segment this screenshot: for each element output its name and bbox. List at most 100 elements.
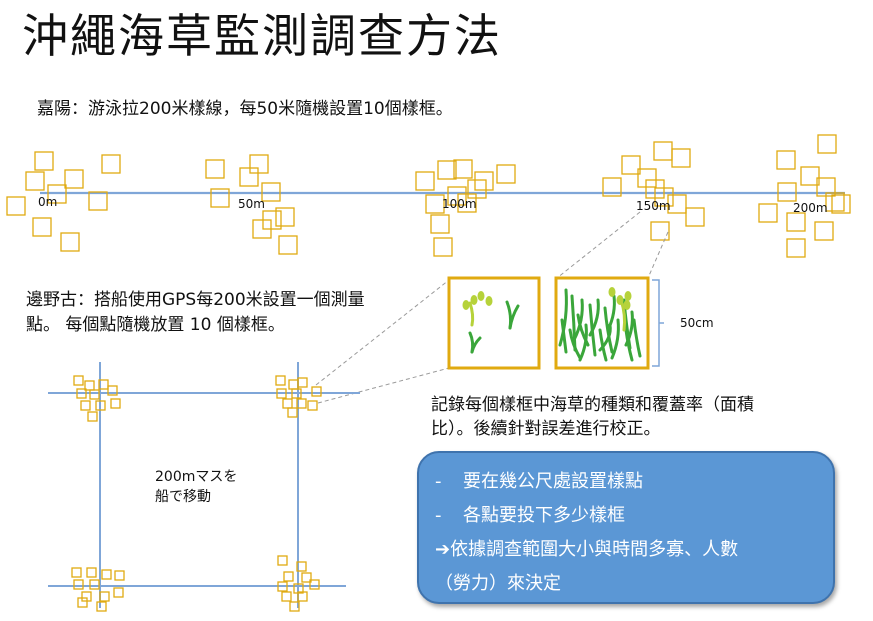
quadrat — [107, 385, 118, 396]
quadrat — [276, 388, 287, 399]
quadrat — [289, 601, 300, 612]
quadrat — [309, 579, 320, 590]
quadrat — [447, 186, 467, 206]
seagrass-flower — [608, 287, 616, 297]
marker-100m: 100m — [442, 197, 477, 211]
quadrat — [425, 194, 445, 214]
quadrat — [430, 214, 450, 234]
quadrat — [287, 407, 298, 418]
quadrat — [25, 171, 45, 191]
quadrat — [210, 188, 230, 208]
marker-150m: 150m — [636, 199, 671, 213]
quadrat — [653, 141, 673, 161]
seagrass-sparse — [462, 291, 520, 354]
seagrass-blade — [572, 298, 584, 342]
quadrat — [654, 187, 674, 207]
quadrat — [77, 597, 88, 608]
quadrat — [825, 192, 845, 212]
summary-callout: -要在幾公尺處設置樣點 -各點要投下多少樣框 ➔依據調查範圍大小與時間多寡、人數… — [417, 451, 835, 604]
quadrat — [71, 567, 82, 578]
quadrat — [415, 171, 435, 191]
quadrat — [101, 154, 121, 174]
seagrass-blade — [470, 336, 482, 354]
seagrass-blade — [468, 301, 475, 327]
quadrat — [205, 159, 225, 179]
quadrat — [786, 212, 806, 232]
quadrat — [817, 134, 837, 154]
seagrass-dense — [558, 287, 642, 362]
quadrat — [87, 411, 98, 422]
seagrass-blade — [610, 318, 620, 360]
quadrat — [64, 169, 84, 189]
quadrat — [47, 184, 67, 204]
quadrat — [86, 567, 97, 578]
quadrat — [282, 398, 293, 409]
quadrat — [831, 194, 851, 214]
quadrat — [278, 235, 298, 255]
quadrat — [650, 221, 670, 241]
quadrat — [114, 570, 125, 581]
quadrat — [667, 194, 687, 214]
quadrat — [249, 154, 269, 174]
quadrat — [301, 572, 312, 583]
quadrat — [60, 232, 80, 252]
quadrat — [433, 237, 453, 257]
quadrat — [288, 379, 299, 390]
seagrass-blade — [619, 298, 627, 332]
quadrat — [297, 377, 308, 388]
quadrat — [113, 587, 124, 598]
quadrat — [89, 579, 100, 590]
quadrat — [275, 375, 286, 386]
quadrat — [777, 182, 797, 202]
seagrass-blade — [508, 304, 520, 330]
quadrat — [496, 164, 516, 184]
quadrat — [283, 571, 294, 582]
seagrass-flower — [623, 300, 631, 310]
quadrat — [275, 207, 295, 227]
quadrat — [76, 388, 87, 399]
quadrat — [281, 591, 292, 602]
quadrat — [800, 166, 820, 186]
seagrass-flower — [485, 296, 493, 306]
quadrat — [758, 203, 778, 223]
quadrat-sparse — [447, 276, 541, 370]
quadrat — [95, 400, 106, 411]
quadrat — [297, 591, 308, 602]
quadrat — [602, 177, 622, 197]
quadrat — [80, 400, 91, 411]
quadrat — [99, 591, 110, 602]
quadrat — [776, 150, 796, 170]
size-label: 50cm — [680, 316, 714, 330]
seagrass-blade — [632, 318, 642, 358]
seagrass-blade — [558, 288, 568, 347]
quadrat — [252, 219, 272, 239]
seagrass-flower — [470, 295, 478, 305]
quadrat — [73, 375, 84, 386]
quadrat — [6, 196, 26, 216]
grid-label-line2: 船で移動 — [155, 489, 211, 505]
quadrat — [101, 569, 112, 580]
seagrass-flower — [462, 300, 470, 310]
quadrat — [637, 168, 657, 188]
quadrat — [685, 207, 705, 227]
transect-quadrats — [6, 134, 851, 258]
grid-quadrats — [71, 375, 322, 612]
seagrass-flower — [477, 291, 485, 301]
quadrat — [296, 561, 307, 572]
marker-200m: 200m — [793, 201, 828, 215]
kayo-description: 嘉陽：游泳拉200米樣線，每50米隨機設置10個樣框。 — [37, 99, 453, 119]
quadrat — [277, 555, 288, 566]
quadrat — [621, 155, 641, 175]
quadrat — [88, 191, 108, 211]
quadrat-note-line1: 記錄每個樣框中海草的種類和覆蓋率（面積 — [431, 395, 754, 415]
callout-item-1: -要在幾公尺處設置樣點 — [435, 471, 643, 492]
seagrass-blade — [588, 298, 600, 337]
grid-lines — [48, 362, 360, 608]
quadrat — [786, 238, 806, 258]
quadrat — [291, 388, 302, 399]
quadrat — [277, 581, 288, 592]
quadrat — [110, 398, 121, 409]
quadrat — [96, 601, 107, 612]
marker-50m: 50m — [238, 197, 265, 211]
